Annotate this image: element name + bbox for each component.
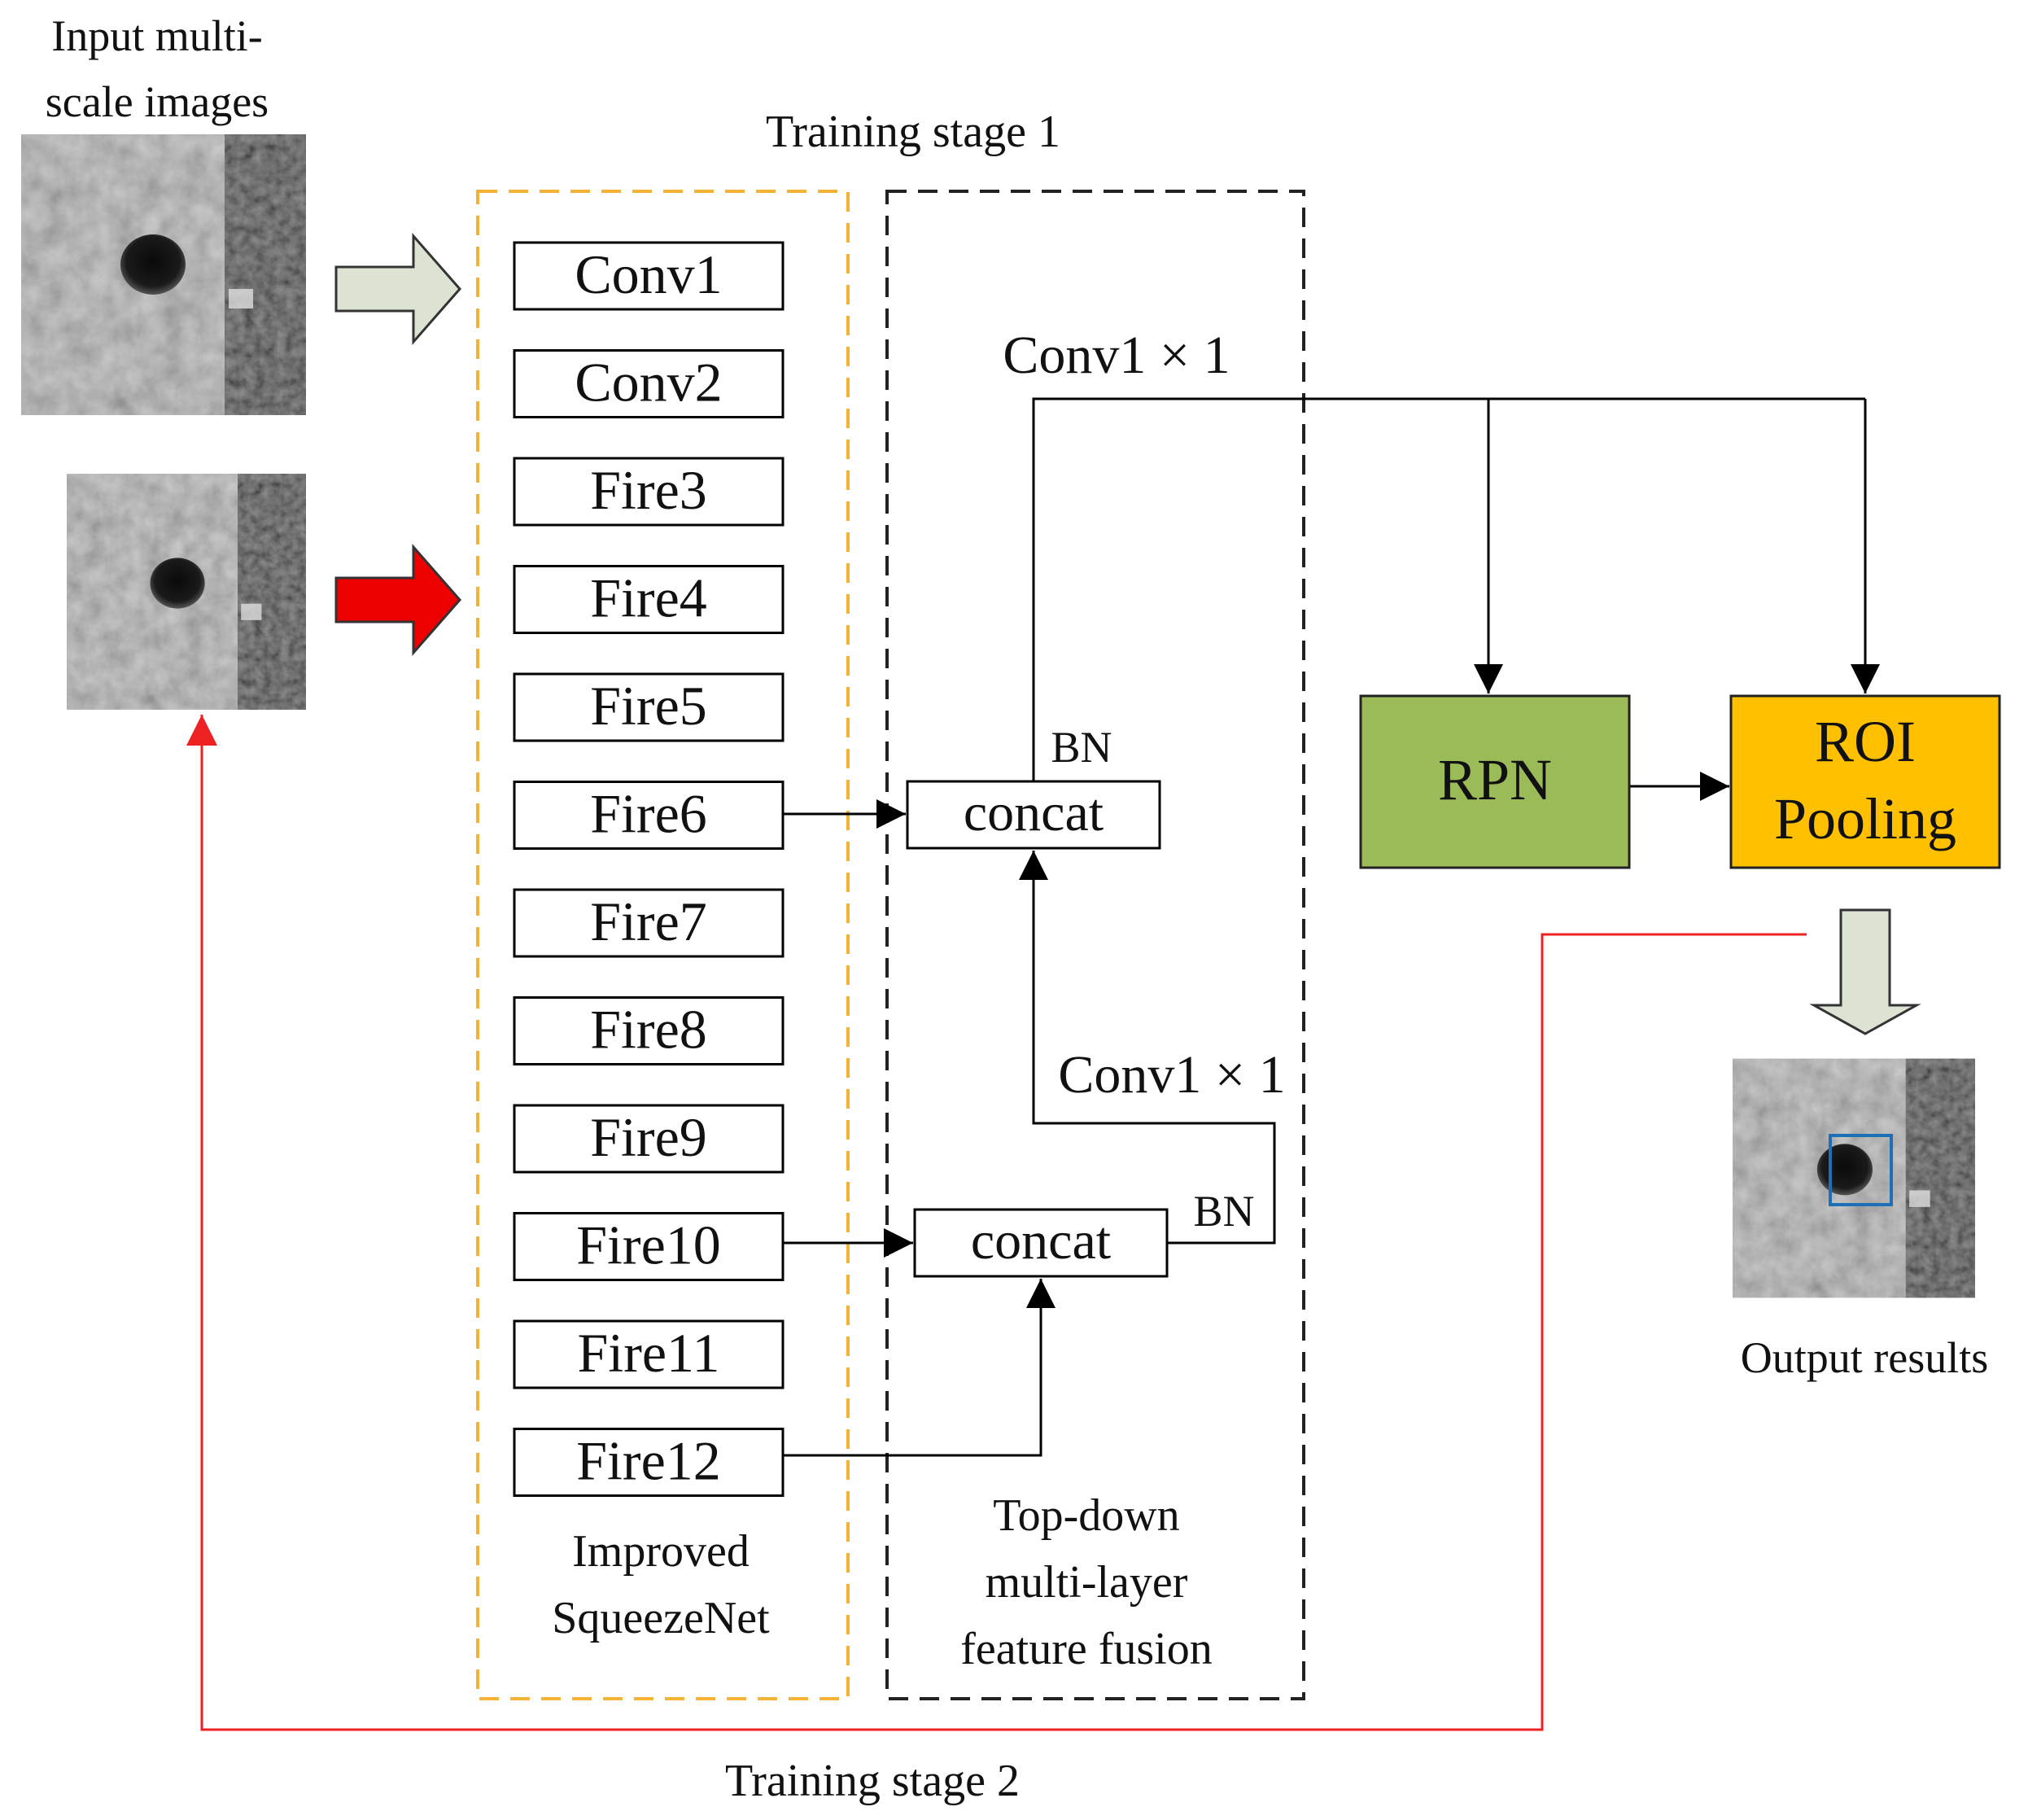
arrow-lower-to-upper-concat <box>1019 851 1276 1245</box>
layer-label-conv1: Conv1 <box>575 243 722 305</box>
layer-box-fire9 <box>513 1104 785 1174</box>
layer-label-fire7: Fire7 <box>590 890 707 952</box>
backbone-layers: Conv1Conv2Fire3Fire4Fire5Fire6Fire7Fire8… <box>513 241 785 1497</box>
training-stage-2-label: Training stage 2 <box>725 1756 1020 1806</box>
conv1x1-label-mid: Conv1 × 1 <box>1058 1045 1285 1105</box>
detection-box <box>1829 1134 1893 1206</box>
bn-label-top: BN <box>1051 723 1112 772</box>
layer-box-fire11 <box>513 1319 785 1389</box>
layer-label-conv2: Conv2 <box>575 352 722 413</box>
layer-box-conv2 <box>513 349 785 418</box>
layer-box-fire10 <box>513 1212 785 1281</box>
input-image-large <box>21 134 306 415</box>
input-images-title: Input multi- scale images <box>46 11 269 126</box>
roi-pooling-box <box>1729 694 2001 869</box>
training-stage-1-label: Training stage 1 <box>766 107 1060 157</box>
arrow-fire12-to-concat <box>783 1279 1056 1457</box>
layer-label-fire6: Fire6 <box>590 783 707 845</box>
layer-label-fire4: Fire4 <box>590 567 707 629</box>
output-results-label: Output results <box>1741 1333 1989 1382</box>
training-stage-2-feedback-line <box>186 715 1807 1731</box>
squeezenet-group-border <box>476 190 850 1700</box>
layer-box-fire5 <box>513 672 785 742</box>
layer-box-fire3 <box>513 457 785 527</box>
layer-box-conv1 <box>513 241 785 311</box>
lower-concat-box <box>913 1208 1169 1278</box>
layer-label-fire9: Fire9 <box>590 1106 707 1168</box>
top-feature-bus <box>1032 397 1865 781</box>
layer-label-fire10: Fire10 <box>576 1214 721 1276</box>
layer-box-fire7 <box>513 888 785 958</box>
layer-label-fire5: Fire5 <box>590 675 707 737</box>
roi-pooling-label-line-1: ROI <box>1815 709 1916 774</box>
input-image-small <box>67 474 306 710</box>
input-images-title-line-2: scale images <box>46 77 269 126</box>
fusion-group-border <box>885 190 1305 1700</box>
fusion-caption-line-2: multi-layer <box>986 1557 1188 1608</box>
connectors <box>783 397 1880 1457</box>
upper-concat-label: concat <box>964 783 1104 842</box>
squeezenet-caption-line-2: SqueezeNet <box>552 1593 770 1643</box>
conv1x1-label-top: Conv1 × 1 <box>1003 326 1230 385</box>
lower-concat-label: concat <box>971 1211 1111 1271</box>
layer-label-fire8: Fire8 <box>590 999 707 1061</box>
layer-box-fire8 <box>513 996 785 1065</box>
output-image <box>1733 1059 1975 1298</box>
layer-label-fire11: Fire11 <box>577 1322 719 1384</box>
layer-label-fire12: Fire12 <box>576 1430 721 1492</box>
input-arrow-red <box>334 544 461 656</box>
bn-label-mid: BN <box>1193 1187 1254 1236</box>
input-images-title-line-1: Input multi- <box>51 11 262 60</box>
rpn-label: RPN <box>1438 747 1552 812</box>
layer-box-fire4 <box>513 565 785 634</box>
layer-box-fire6 <box>513 781 785 850</box>
input-arrow-light <box>334 233 461 345</box>
fusion-caption-line-3: feature fusion <box>960 1624 1212 1674</box>
layer-box-fire12 <box>513 1428 785 1497</box>
output-arrow <box>1809 908 1921 1035</box>
rpn-box <box>1359 694 1631 869</box>
layer-label-fire3: Fire3 <box>590 459 707 521</box>
roi-pooling-label-line-2: Pooling <box>1774 786 1956 851</box>
squeezenet-caption-line-1: Improved <box>572 1526 750 1577</box>
upper-concat-box <box>906 780 1161 850</box>
fusion-caption-line-1: Top-down <box>993 1490 1179 1541</box>
